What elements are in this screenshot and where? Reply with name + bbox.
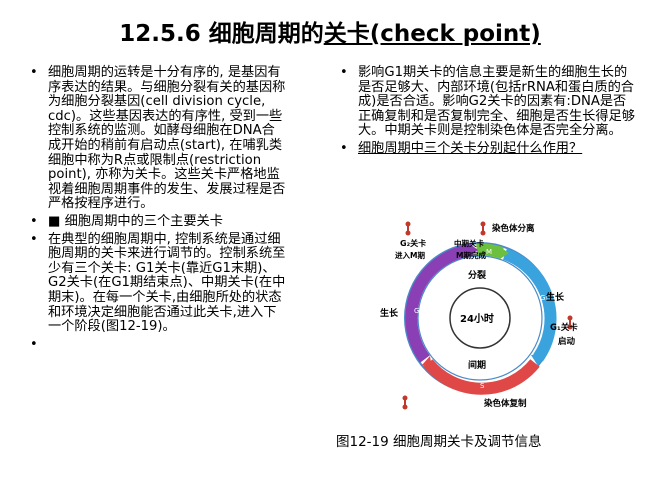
growth-left-label: 生长: [380, 307, 399, 319]
arrow-head-s: [422, 356, 432, 369]
bullet-checkpoint-control: 在典型的细胞周期中, 控制系统是通过细胞周期的关卡来进行调节的。控制系统至少有三…: [26, 232, 288, 335]
growth-right-label: 生长: [546, 291, 565, 303]
arrow-head-g2: [470, 244, 478, 256]
division-label: 分裂: [468, 269, 486, 281]
bullet-question: 细胞周期中三个关卡分别起什么作用？: [336, 140, 636, 157]
enter-m-label: 进入M期: [395, 250, 425, 260]
left-column: 细胞周期的运转是十分有序的, 是基因有序表达的结果。与细胞分裂有关的基因称为细胞…: [26, 65, 288, 356]
inner-ring: [417, 255, 543, 381]
left-bullet-list: 细胞周期的运转是十分有序的, 是基因有序表达的结果。与细胞分裂有关的基因称为细胞…: [26, 65, 288, 353]
hours-label: 24小时: [460, 312, 494, 325]
right-bullet-list: 影响G1期关卡的信息主要是新生的细胞生长的是否足够大、内部环境(包括rRNA和蛋…: [336, 65, 636, 157]
right-column: 影响G1期关卡的信息主要是新生的细胞生长的是否足够大、内部环境(包括rRNA和蛋…: [336, 65, 636, 160]
g2-checkpoint-label: G₂关卡: [400, 238, 426, 248]
m-phase-label: M: [486, 248, 492, 256]
s-phase-label: S: [480, 382, 485, 390]
g2-phase-arc: [405, 244, 473, 363]
arrow-head-g1: [531, 354, 545, 366]
title-prefix: 12.5.6 细胞周期的: [119, 21, 324, 47]
cell-cycle-diagram: M G₁ S G₂ 染色体分离 G₂关卡 进入M期 中期关卡 M期完成 生长 生…: [380, 221, 578, 410]
g2-checkpoint-marker-icon: [405, 221, 411, 236]
question-text: 细胞周期中三个关卡分别起什么作用？: [358, 140, 583, 156]
m-complete-label: M期完成: [456, 250, 486, 260]
g2-phase-label: G₂: [414, 307, 422, 315]
bullet-three-checkpoints-heading: ■ 细胞周期中的三个主要关卡: [26, 214, 288, 230]
g1-checkpoint-label: G₁关卡: [550, 322, 578, 333]
bullet-cell-cycle-order: 细胞周期的运转是十分有序的, 是基因有序表达的结果。与细胞分裂有关的基因称为细胞…: [26, 65, 288, 212]
bullet-checkpoint-factors: 影响G1期关卡的信息主要是新生的细胞生长的是否足够大、内部环境(包括rRNA和蛋…: [336, 65, 636, 139]
metaphase-checkpoint-label: 中期关卡: [454, 238, 484, 248]
title-keyword: 关卡(check point): [323, 21, 541, 47]
figure-caption: 图12-19 细胞周期关卡及调节信息: [336, 434, 542, 450]
metaphase-checkpoint-marker-icon: [480, 221, 486, 236]
start-marker-icon: [402, 395, 408, 410]
core-ring: [449, 287, 511, 349]
g1-checkpoint-marker-icon: [567, 315, 573, 330]
chromosome-separation-label: 染色体分离: [491, 223, 535, 234]
start-label: 启动: [558, 336, 576, 347]
s-phase-arc: [423, 359, 540, 395]
g1-phase-arc: [502, 248, 557, 362]
chromosome-replication-label: 染色体复制: [483, 398, 527, 409]
arrow-head-m: [500, 247, 509, 259]
bullet-empty: [26, 338, 288, 353]
g1-phase-label: G₁: [540, 294, 548, 302]
page-title: 12.5.6 细胞周期的关卡(check point): [0, 14, 660, 48]
interphase-label: 间期: [468, 359, 486, 371]
